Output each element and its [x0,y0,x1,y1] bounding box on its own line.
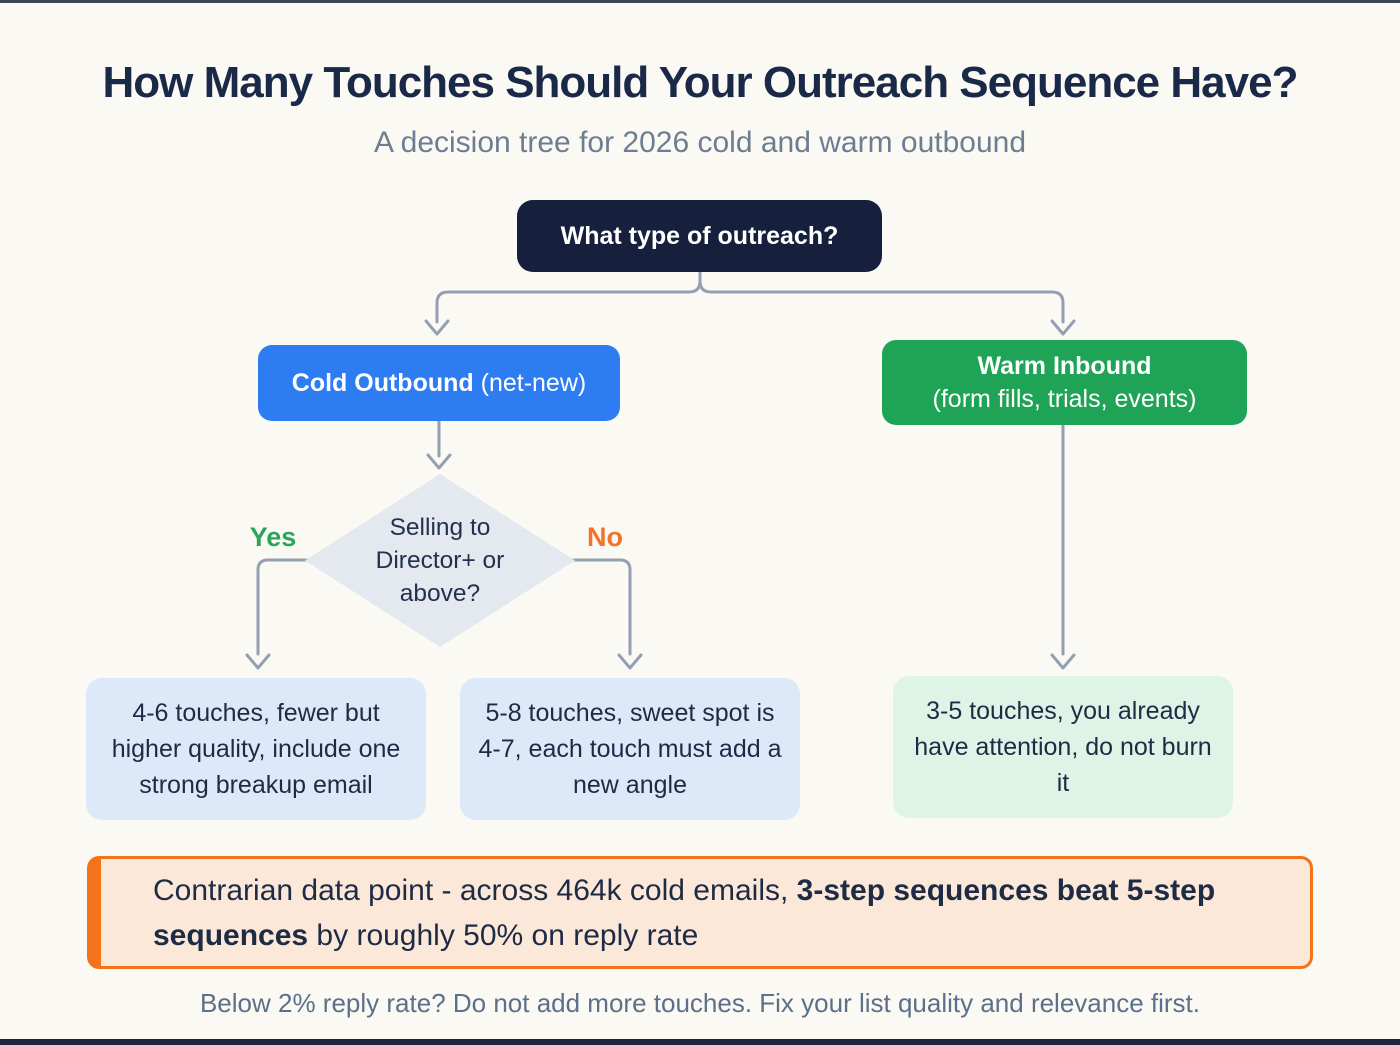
outcome-text: 3-5 touches, you already have attention,… [914,697,1212,797]
outcome-text: 4-6 touches, fewer but higher quality, i… [111,699,401,799]
branch-cold-label: Cold Outbound (net-new) [292,369,586,398]
contrarian-callout-box: Contrarian data point - across 464k cold… [87,856,1313,969]
branch-cold-name: Cold Outbound [291,368,474,397]
outcome-warm-inbound: 3-5 touches, you already have attention,… [893,676,1233,818]
decision-question: Selling to Director+ or above? [375,514,505,607]
outcome-cold-director-no: 5-8 touches, sweet spot is 4-7, each tou… [460,678,800,820]
page-subtitle: A decision tree for 2026 cold and warm o… [373,126,1027,159]
outcome-cold-director-yes: 4-6 touches, fewer but higher quality, i… [86,678,426,820]
outcome-text: 5-8 touches, sweet spot is 4-7, each tou… [478,699,782,799]
branch-warm-qualifier: (form fills, trials, events) [932,384,1197,413]
footer-note: Below 2% reply rate? Do not add more tou… [199,988,1201,1018]
branch-warm-name: Warm Inbound [977,351,1152,380]
branch-warm-inbound-node: Warm Inbound (form fills, trials, events… [882,340,1247,425]
callout-text-before: Contrarian data point - across 464k cold… [153,873,797,907]
callout-text-bold: 3-step sequences beat 5-step sequences [153,873,1216,952]
contrarian-callout-text: Contrarian data point - across 464k cold… [153,868,1265,958]
branch-cold-qualifier: (net-new) [473,368,587,397]
callout-text-after: by roughly 50% on reply rate [308,918,699,952]
top-border [0,0,1400,3]
page-title: How Many Touches Should Your Outreach Se… [102,58,1299,107]
bottom-border [0,1039,1400,1045]
root-question-node: What type of outreach? [517,200,882,272]
root-question-label: What type of outreach? [560,221,839,250]
yes-edge-label: Yes [249,522,297,552]
branch-cold-outbound-node: Cold Outbound (net-new) [258,345,620,421]
no-edge-label: No [587,522,623,552]
